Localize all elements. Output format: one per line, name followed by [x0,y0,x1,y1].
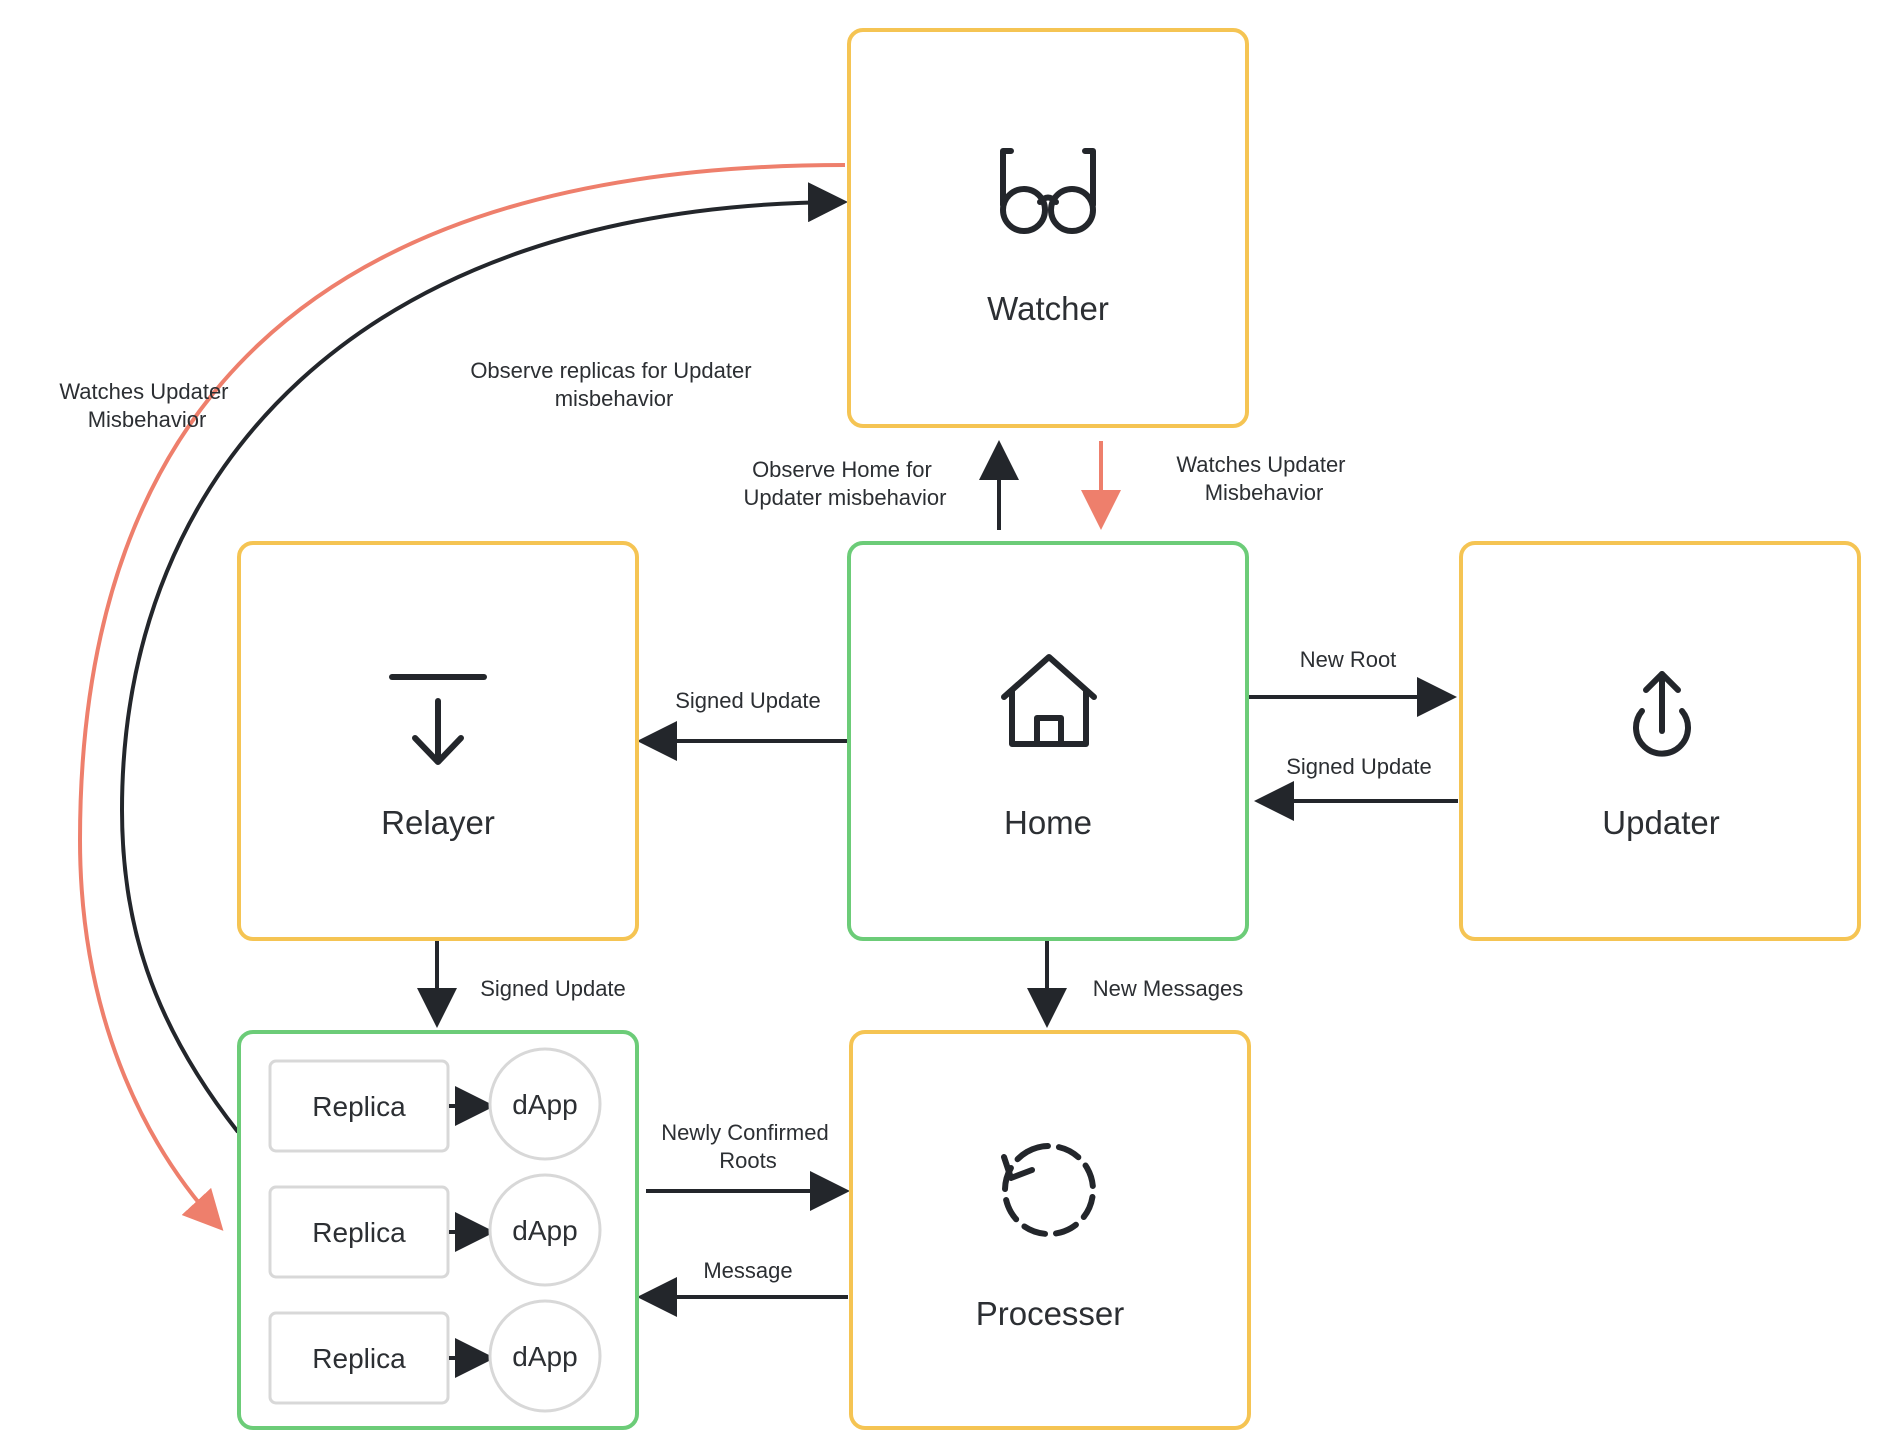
download-tray-icon [389,674,487,765]
processer-to-replicas-label: Message [703,1258,792,1283]
observe-home-label: Observe Home for Updater misbehavior [744,457,947,510]
watches-updater-right-label: Watches Updater Misbehavior [1176,452,1351,505]
replicas-group: Replica dApp Replica dApp Replica dApp [237,1030,639,1430]
replica-pill [268,1311,450,1405]
relayer-node: Relayer [237,541,639,941]
observe-replicas-label: Observe replicas for Updater misbehavior [470,358,757,411]
home-to-processer-label: New Messages [1093,976,1243,1001]
processer-node: Processer [849,1030,1251,1430]
watcher-label: Watcher [987,290,1109,327]
observe-replicas-curve-arrow [119,182,848,1134]
home-to-relayer-label: Signed Update [675,688,821,713]
power-upload-icon [1633,671,1691,757]
home-node: Home [847,541,1249,941]
watches-updater-curve-arrow [77,163,846,1231]
dapp-circle [488,1047,602,1161]
replica-pill [268,1185,450,1279]
watcher-node: Watcher [847,28,1249,428]
dapp-circle [488,1299,602,1413]
replica-label: Replica [312,1343,406,1374]
home-label: Home [1004,804,1092,841]
dapp-label: dApp [512,1089,577,1120]
updater-node: Updater [1459,541,1861,941]
relayer-to-replicas-label: Signed Update [480,976,626,1001]
dapp-label: dApp [512,1215,577,1246]
home-to-updater-label: New Root [1300,647,1397,672]
house-icon [1001,654,1097,747]
replica-label: Replica [312,1217,406,1248]
replica-label: Replica [312,1091,406,1122]
replica-pill [268,1059,450,1153]
replica-row: Replica dApp [268,1299,602,1413]
glasses-icon [1000,148,1096,234]
updater-label: Updater [1602,804,1719,841]
replicas-to-processer-label: Newly Confirmed Roots [661,1120,835,1173]
dapp-circle [488,1173,602,1287]
dapp-label: dApp [512,1341,577,1372]
watches-updater-left-label: Watches Updater Misbehavior [59,379,234,432]
relayer-label: Relayer [381,804,495,841]
replica-row: Replica dApp [268,1173,602,1287]
replica-row: Replica dApp [268,1047,602,1161]
refresh-dashed-icon [1001,1143,1096,1237]
processer-label: Processer [976,1295,1125,1332]
updater-to-home-label: Signed Update [1286,754,1432,779]
